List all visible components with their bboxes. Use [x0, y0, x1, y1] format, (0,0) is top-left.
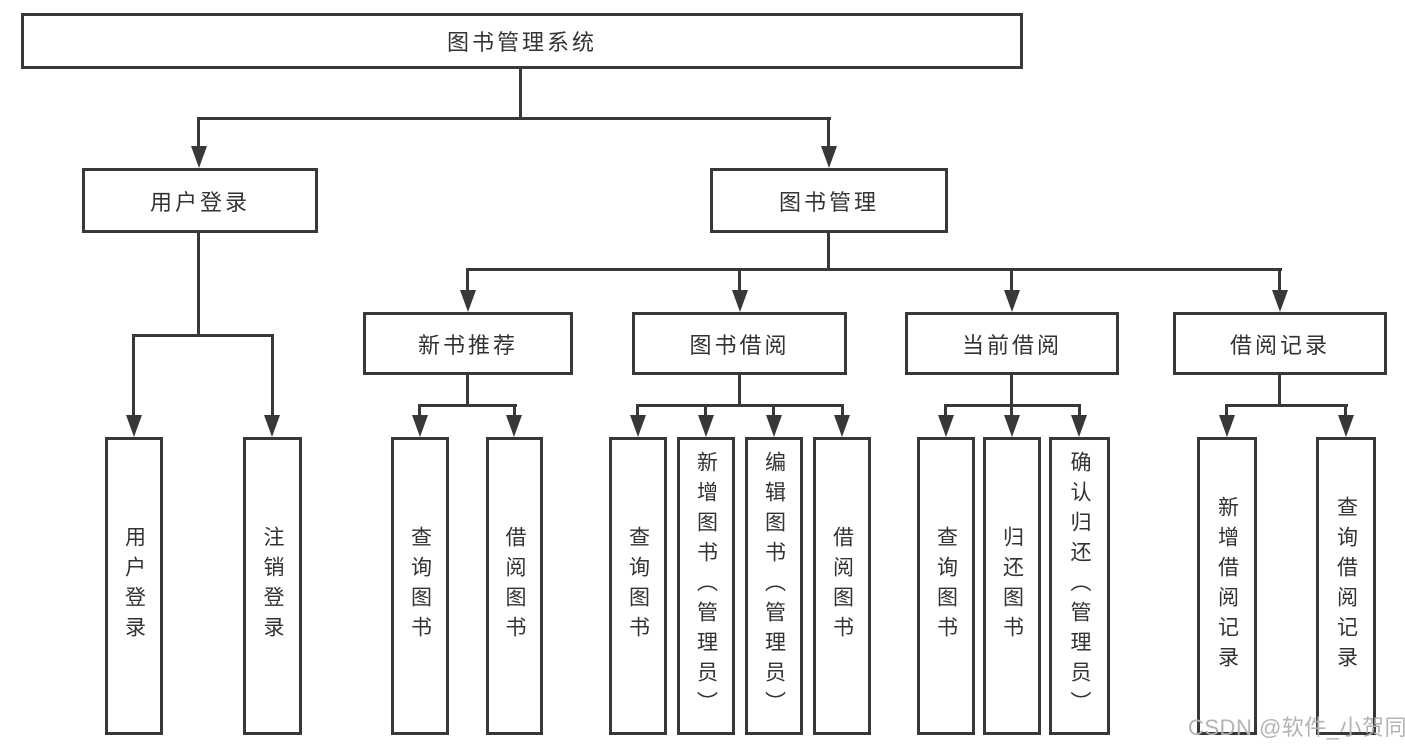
node-label: 图书管理 — [778, 189, 879, 215]
node-label: 用户登录 — [149, 189, 250, 215]
leaf-query-books-current: 查询图书 — [917, 437, 975, 735]
arrow-down-icon — [1071, 415, 1087, 437]
connector-shaft — [1010, 268, 1013, 295]
leaf-label: 确认归还（管理员） — [1068, 451, 1091, 721]
leaf-query-books-recommend: 查询图书 — [391, 437, 449, 735]
arrow-down-icon — [698, 415, 714, 437]
arrow-down-icon — [834, 415, 850, 437]
node-new-book-recommend: 新书推荐 — [363, 312, 573, 375]
node-borrow-records: 借阅记录 — [1173, 312, 1387, 375]
leaf-confirm-return-admin: 确认归还（管理员） — [1049, 437, 1110, 735]
arrow-down-icon — [732, 290, 748, 312]
arrow-down-icon — [1004, 415, 1020, 437]
leaf-label: 用户登录 — [122, 526, 146, 646]
node-user-login: 用户登录 — [82, 168, 318, 233]
connector-shaft — [1278, 268, 1281, 295]
leaf-label: 查询借阅记录 — [1334, 496, 1358, 676]
arrow-down-icon — [191, 146, 207, 168]
connector-shaft — [271, 334, 274, 420]
node-label: 新书推荐 — [417, 332, 518, 358]
node-label: 图书借阅 — [689, 332, 790, 358]
leaf-add-borrow-record: 新增借阅记录 — [1197, 437, 1257, 735]
arrow-down-icon — [460, 290, 476, 312]
node-label: 借阅记录 — [1229, 332, 1330, 358]
connector-bar — [636, 404, 844, 407]
node-label: 当前借阅 — [961, 332, 1062, 358]
arrow-down-icon — [126, 415, 142, 437]
csdn-watermark: CSDN @软件_小贺同学 — [1188, 715, 1405, 740]
connector-shaft — [944, 404, 947, 420]
leaf-borrow-books: 借阅图书 — [813, 437, 871, 735]
connector-shaft — [827, 117, 830, 150]
connector-shaft — [132, 334, 135, 420]
connector-root-riser — [519, 69, 522, 119]
connector-bar — [418, 404, 517, 407]
leaf-label: 借阅图书 — [830, 526, 854, 646]
arrow-down-icon — [264, 415, 280, 437]
leaf-label: 注销登录 — [261, 526, 284, 646]
arrow-down-icon — [821, 146, 837, 168]
connector-shaft — [841, 404, 844, 420]
connector-level3-bar — [466, 268, 1282, 271]
arrow-down-icon — [1338, 415, 1354, 437]
connector-login-riser — [197, 233, 200, 335]
leaf-label: 编辑图书（管理员） — [762, 451, 786, 721]
leaf-return-book: 归还图书 — [983, 437, 1041, 735]
leaf-borrow-books-recommend: 借阅图书 — [486, 437, 543, 735]
leaf-logout: 注销登录 — [243, 437, 302, 735]
leaf-query-borrow-record: 查询借阅记录 — [1316, 437, 1376, 735]
connector-riser — [466, 375, 469, 406]
connector-shaft — [513, 404, 516, 420]
connector-login-bar — [132, 334, 274, 337]
connector-shaft — [738, 268, 741, 295]
arrow-down-icon — [412, 415, 428, 437]
connector-shaft — [1010, 404, 1013, 420]
leaf-user-login: 用户登录 — [105, 437, 163, 735]
connector-shaft — [704, 404, 707, 420]
arrow-down-icon — [506, 415, 522, 437]
leaf-query-books-borrow: 查询图书 — [609, 437, 667, 735]
arrow-down-icon — [630, 415, 646, 437]
leaf-label: 查询图书 — [626, 526, 650, 646]
connector-riser — [1010, 375, 1013, 406]
connector-shaft — [1078, 404, 1081, 420]
node-book-borrow: 图书借阅 — [632, 312, 847, 375]
connector-shaft — [1344, 404, 1347, 420]
connector-mgmt-riser — [827, 233, 830, 268]
arrow-down-icon — [1004, 290, 1020, 312]
connector-riser — [738, 375, 741, 406]
connector-level2-bar — [198, 117, 831, 120]
node-current-borrow: 当前借阅 — [905, 312, 1119, 375]
leaf-label: 查询图书 — [408, 526, 432, 646]
connector-shaft — [418, 404, 421, 420]
arrow-down-icon — [1219, 415, 1235, 437]
arrow-down-icon — [1272, 290, 1288, 312]
leaf-label: 查询图书 — [934, 526, 958, 646]
connector-shaft — [772, 404, 775, 420]
connector-shaft — [197, 117, 200, 150]
leaf-label: 借阅图书 — [503, 526, 526, 646]
leaf-label: 新增图书（管理员） — [694, 451, 718, 721]
leaf-edit-book-admin: 编辑图书（管理员） — [745, 437, 803, 735]
node-root-label: 图书管理系统 — [446, 30, 597, 55]
node-book-management: 图书管理 — [710, 168, 948, 233]
connector-shaft — [636, 404, 639, 420]
leaf-label: 归还图书 — [1000, 526, 1024, 646]
connector-bar — [1225, 404, 1348, 407]
node-root-library-system: 图书管理系统 — [21, 13, 1023, 69]
connector-shaft — [1225, 404, 1228, 420]
leaf-label: 新增借阅记录 — [1215, 496, 1239, 676]
leaf-add-book-admin: 新增图书（管理员） — [677, 437, 735, 735]
arrow-down-icon — [938, 415, 954, 437]
connector-shaft — [466, 268, 469, 295]
arrow-down-icon — [766, 415, 782, 437]
connector-riser — [1278, 375, 1281, 406]
